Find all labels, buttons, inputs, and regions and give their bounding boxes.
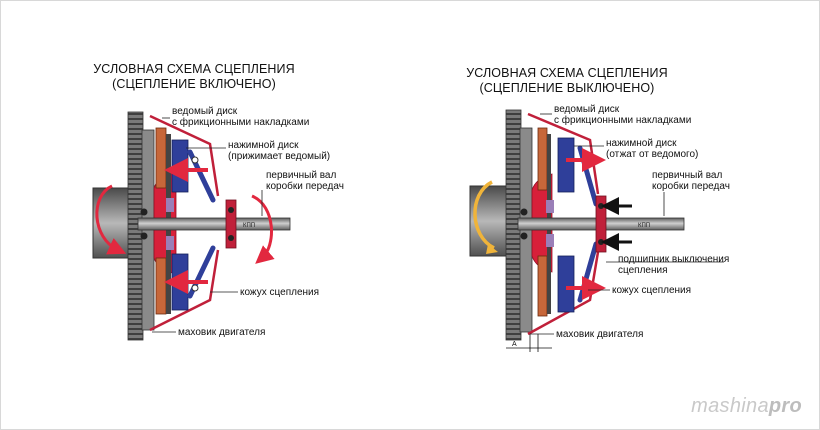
right-clutch: КПП A [469,109,724,352]
left-input-shaft [137,217,291,231]
right-release-ball [598,203,604,209]
left-label-input-shaft: первичный вал коробки передач [266,170,344,192]
left-rotation-arrow-crank [95,184,127,255]
left-spring-pivot [191,156,199,164]
right-title: УСЛОВНАЯ СХЕМА СЦЕПЛЕНИЯ (СЦЕПЛЕНИЕ ВЫКЛ… [461,66,673,96]
right-spacer [546,200,554,213]
right-rotation-arrow-crank [473,180,495,250]
right-shaft-text: КПП [638,223,650,229]
left-spacer [166,198,174,212]
left-label-driven-disc: ведомый диск с фрикционными накладками [172,106,310,128]
right-label-flywheel: маховик двигателя [556,329,644,340]
left-title-line2: (СЦЕПЛЕНИЕ ВКЛЮЧЕНО) [112,77,276,91]
left-title-line1: УСЛОВНАЯ СХЕМА СЦЕПЛЕНИЯ [93,62,295,76]
right-gap-mark: A [512,341,517,348]
right-friction-disc-low [537,255,548,317]
watermark-bold: pro [768,395,802,417]
right-title-line2: (СЦЕПЛЕНИЕ ВЫКЛЮЧЕНО) [479,81,655,95]
right-pressure-plate-low [557,255,575,313]
left-pilot-bearing-low [140,232,148,240]
right-pilot-bearing-low [520,232,528,240]
left-shaft-text: КПП [243,223,255,229]
right-clutch-cover [527,112,600,336]
left-clutch-cover [149,114,220,332]
right-spacer-low [546,234,554,247]
watermark-light: mashina [691,395,769,417]
right-label-driven-disc: ведомый диск с фрикционными накладками [554,104,692,126]
right-label-pressure-disc: нажимной диск (отжат от ведомого) [606,138,699,160]
right-friction-disc [537,127,548,191]
watermark: mashinapro [691,395,802,418]
left-label-cover: кожух сцепления [240,287,320,298]
right-rotation-arrowhead [486,244,498,254]
left-pressure-plate [171,139,189,193]
left-clutch: КПП [92,111,291,341]
right-release-ball-low [598,239,604,245]
left-label-pressure-disc: нажимной диск (прижимает ведомый) [228,140,331,162]
right-label-input-shaft: первичный вал коробки передач [652,170,730,192]
left-pilot-bearing [140,208,148,216]
right-label-release-bearing: подшипник выключения сцепления [618,254,730,276]
left-spacer-low [166,236,174,250]
right-pressure-plate [557,137,575,193]
left-label-flywheel: маховик двигателя [178,327,266,338]
left-friction-disc [155,127,167,189]
left-spring-pivot-low [191,284,199,292]
right-pilot-bearing [520,208,528,216]
left-release-ball [228,207,234,213]
right-release-bearing [595,195,607,253]
left-release-ball-low [228,235,234,241]
right-title-line1: УСЛОВНАЯ СХЕМА СЦЕПЛЕНИЯ [466,66,668,80]
left-friction-disc-low [155,257,167,315]
right-label-cover: кожух сцепления [612,285,692,296]
left-rotation-arrow-shaft [251,194,275,264]
left-release-bearing [225,199,237,249]
left-title: УСЛОВНАЯ СХЕМА СЦЕПЛЕНИЯ (СЦЕПЛЕНИЕ ВКЛЮ… [88,62,300,92]
